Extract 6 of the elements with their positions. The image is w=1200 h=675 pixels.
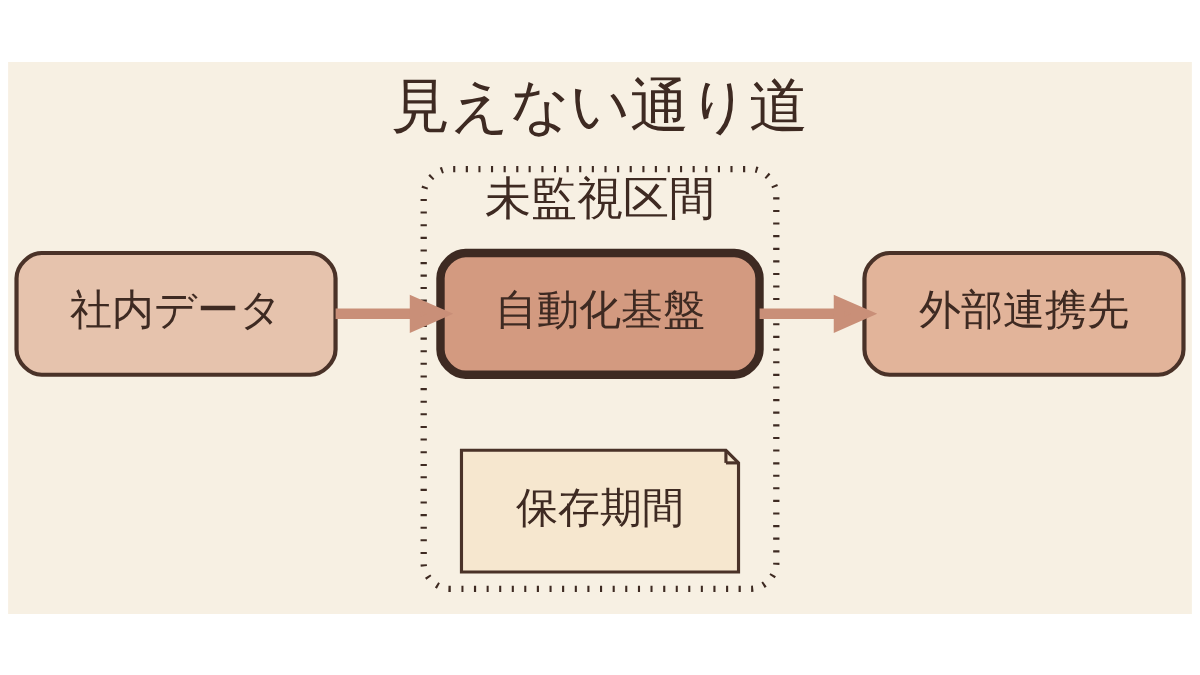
node-box: 社内データ xyxy=(14,250,338,377)
arrow xyxy=(335,294,454,333)
node-box: 外部連携先 xyxy=(862,250,1186,377)
arrow xyxy=(759,294,878,333)
node-box: 自動化基盤 xyxy=(436,248,764,379)
diagram-title: 見えない通り道 xyxy=(391,70,809,140)
